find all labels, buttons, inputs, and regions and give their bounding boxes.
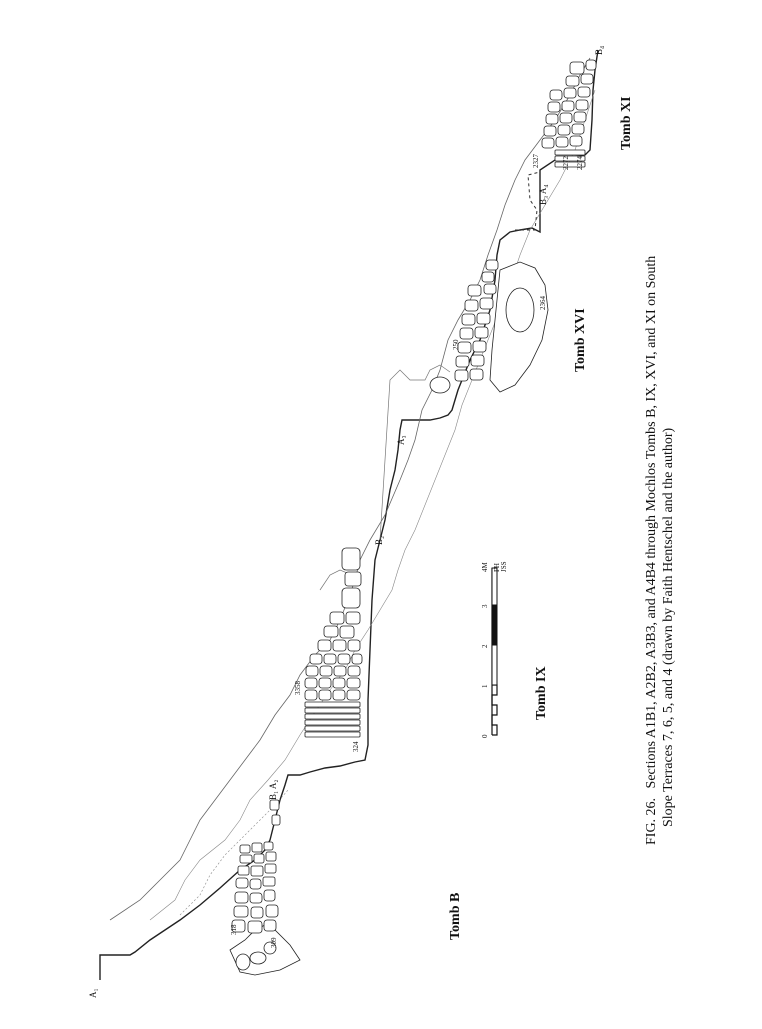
dashed-connector	[515, 171, 541, 231]
figure-caption-line2: Slope Terraces 7, 6, 5, and 4 (drawn by …	[661, 427, 676, 827]
scale-tick-0: 0	[481, 734, 489, 738]
elevation-label: 2327	[532, 154, 540, 169]
surface-profile-line-2	[149, 89, 596, 921]
point-a1: A₁	[88, 988, 98, 998]
scale-initials-jss: JSS	[500, 561, 508, 572]
scale-initials: FH JSS	[493, 561, 508, 572]
point-b1-a2: B₁ A₂	[268, 779, 278, 800]
ground-profile-line	[99, 49, 599, 980]
scale-bar: 0 1 2 3 4M FH JSS	[481, 561, 508, 738]
elevation-label: 2364	[539, 296, 547, 311]
scale-tick-3: 3	[481, 604, 489, 608]
scale-initials-fh: FH	[493, 563, 501, 572]
tomb-xi-masonry	[541, 59, 597, 168]
surface-profile-line-3	[179, 789, 289, 916]
caption-prefix: FIG. 26.	[644, 798, 659, 845]
tomb-ix-masonry	[304, 547, 363, 738]
elevation-label: 250	[452, 339, 460, 350]
elevation-label: 318	[230, 924, 238, 935]
caption-text-1: Sections A1B1, A2B2, A3B3, and A4B4 thro…	[644, 256, 659, 789]
tomb-xi-label: Tomb XI	[619, 96, 634, 150]
point-b2: B₂	[374, 536, 384, 545]
tomb-xvi-label: Tomb XVI	[573, 308, 588, 372]
scale-tick-2: 2	[481, 644, 489, 648]
terrace-wall-line	[379, 364, 451, 541]
scale-tick-4m: 4M	[481, 562, 489, 573]
tomb-b-masonry	[229, 799, 301, 976]
tomb-b-label: Tomb B	[448, 893, 463, 940]
elevation-label: 2274	[576, 156, 584, 171]
point-b4: B₄	[594, 46, 604, 55]
elevation-label: 309	[270, 937, 278, 948]
tomb-xvi-masonry	[429, 259, 549, 394]
elevation-label: 2272	[562, 156, 570, 171]
point-b3-a4: B₃ A₄	[538, 184, 548, 205]
elevation-label: 3358	[294, 681, 302, 696]
point-a3: A₃	[396, 435, 406, 445]
tomb-ix-label: Tomb IX	[534, 666, 549, 720]
figure-caption-line1: FIG. 26. Sections A1B1, A2B2, A3B3, and …	[644, 256, 659, 845]
elevation-label: 324	[352, 741, 360, 752]
surface-profile-line	[109, 57, 591, 921]
scale-tick-1: 1	[481, 684, 489, 688]
